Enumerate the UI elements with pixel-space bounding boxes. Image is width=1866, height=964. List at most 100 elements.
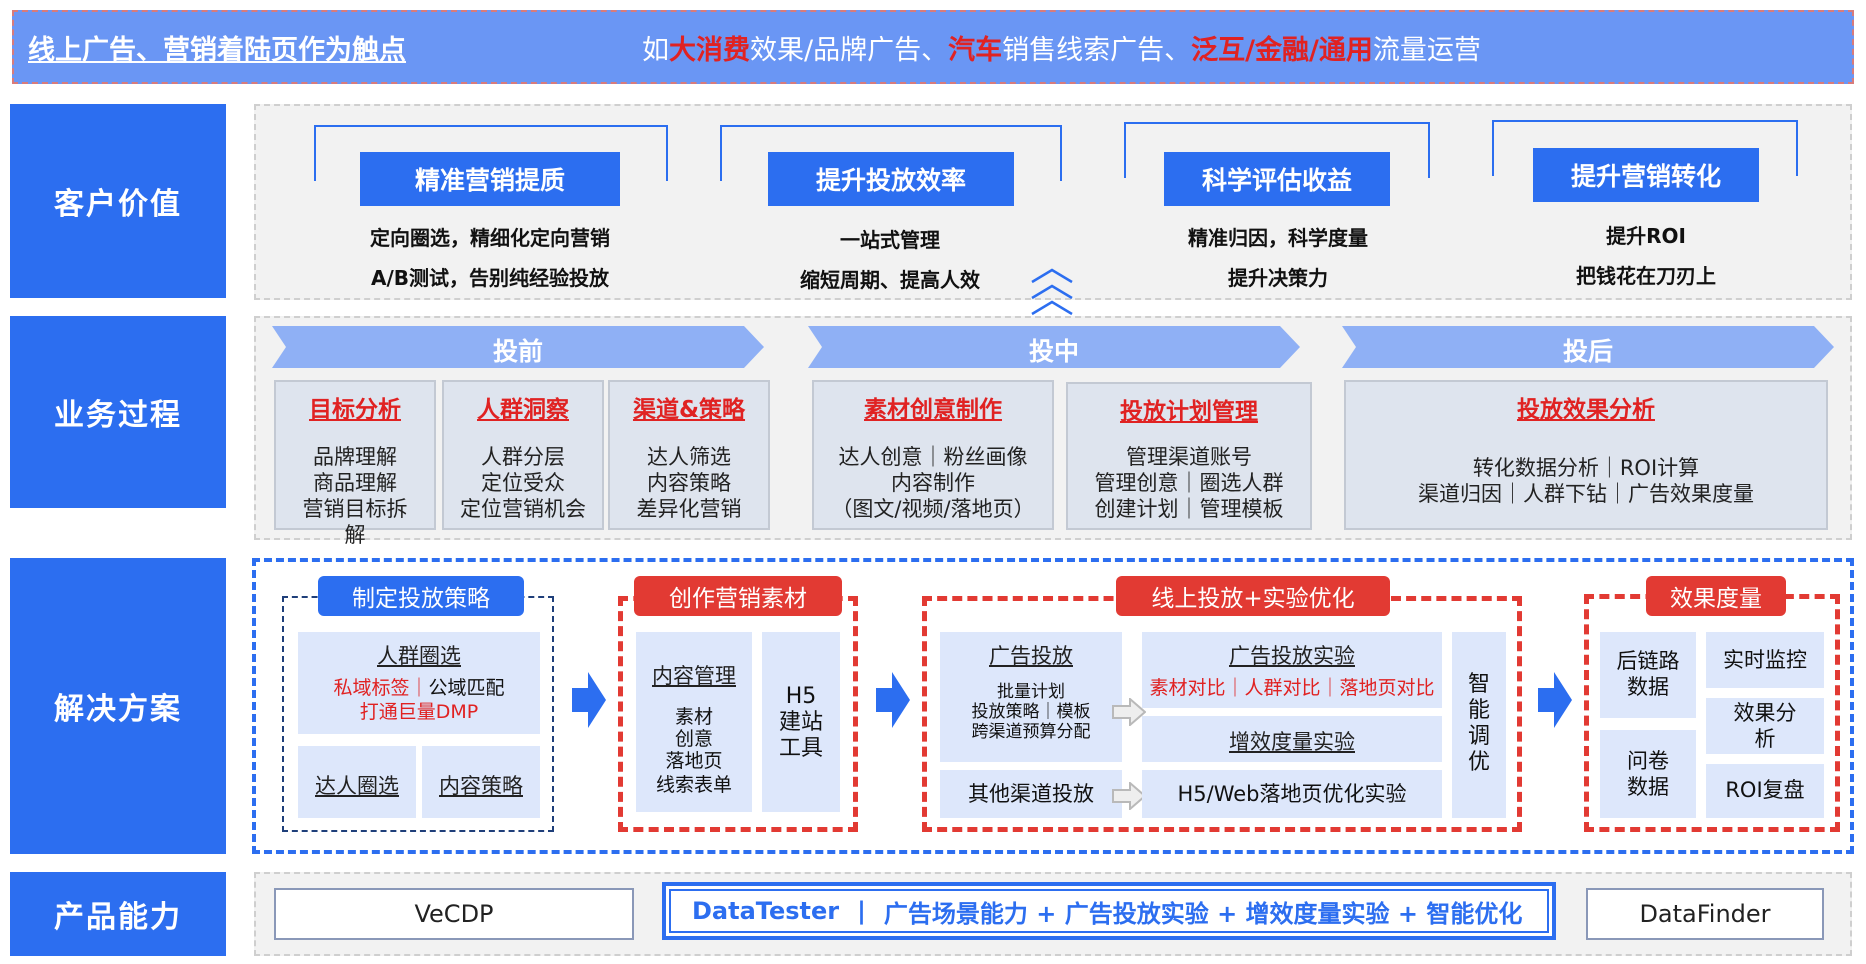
content-item: 线索表单 [655, 774, 732, 796]
product-datafinder: DataFinder [1586, 888, 1824, 940]
content-item: 落地页 [665, 750, 723, 772]
smart-char: 智 [1467, 672, 1490, 697]
process-box-creative [812, 380, 1054, 530]
process-item: 内容制作 [891, 471, 975, 495]
product-vecdp: VeCDP [274, 888, 634, 940]
survey-box [1600, 730, 1696, 818]
phase-label-post: 投后 [1562, 337, 1613, 366]
phase-label-pre: 投前 [492, 337, 543, 366]
row-label-business-process: 业务过程 [10, 316, 226, 508]
banner-touchpoint-text: 线上广告、营销着陆页作为触点 [28, 35, 406, 66]
datatester-name: DataTester [692, 897, 840, 925]
process-title: 投放效果分析 [1517, 397, 1655, 423]
cv-title-precise-marketing: 精准营销提质 [360, 152, 620, 206]
realtime-monitor-box [1706, 632, 1824, 688]
dmp-text: 打通巨量DMP [359, 701, 479, 723]
process-box-plan [1066, 382, 1312, 530]
ad-delivery-box [940, 632, 1122, 762]
survey-text: 数据 [1627, 775, 1669, 799]
arrow-right-icon [1538, 672, 1572, 728]
other-channel-box [940, 770, 1122, 818]
backlink-text: 后链路 [1616, 649, 1680, 673]
h5-builder-box [762, 632, 840, 812]
cv-text: 定向圈选，精细化定向营销 [370, 226, 610, 250]
banner-text: 效果/品牌广告、 [750, 35, 949, 66]
process-item: （图文/视频/落地页） [831, 497, 1035, 521]
ad-experiment-compare: 素材对比｜人群对比｜落地页对比 [1149, 677, 1435, 699]
process-box-goal [274, 380, 436, 530]
banner-scenarios-text: 如大消费效果/品牌广告、汽车销售线索广告、泛互/金融/通用流量运营 [642, 28, 1481, 67]
cv-text: 提升决策力 [1228, 266, 1328, 290]
smart-char: 优 [1467, 750, 1490, 775]
cv-title-conversion: 提升营销转化 [1533, 148, 1759, 202]
h5-web-experiment-box [1142, 770, 1442, 818]
ad-experiment-title: 广告投放实验 [1229, 644, 1355, 668]
tag-creative: 创作营销素材 [634, 576, 842, 616]
effect-analysis-text: 效果分 [1733, 701, 1797, 725]
h5-text: 工具 [778, 736, 823, 761]
content-strategy-title: 内容策略 [439, 774, 523, 798]
phase-arrow-post [1342, 326, 1834, 368]
banner-highlight-text: 汽车 [948, 35, 1003, 66]
ad-item: 批量计划 [997, 682, 1065, 702]
ad-experiment-box [1142, 632, 1442, 708]
content-mgmt-title: 内容管理 [652, 664, 736, 688]
process-item: 人群分层 [481, 445, 565, 469]
roi-review-text: ROI复盘 [1725, 778, 1805, 802]
phase-arrow-mid [808, 326, 1300, 368]
separator: ｜ [409, 677, 429, 699]
arrow-right-outline-icon [1112, 698, 1146, 726]
process-box-audience [442, 380, 604, 530]
process-title: 人群洞察 [477, 397, 569, 423]
cv-text: A/B测试，告别纯经验投放 [370, 266, 610, 290]
audience-title: 人群圈选 [377, 644, 461, 668]
public-match-text: 公域匹配 [428, 677, 505, 699]
banner-highlight-text: 大消费 [669, 35, 750, 66]
banner-text: 销售线索广告、 [1002, 35, 1192, 66]
process-box-channel [608, 380, 770, 530]
process-title: 目标分析 [309, 397, 401, 423]
cv-title-efficiency: 提升投放效率 [768, 152, 1014, 206]
process-item: 商品理解 [313, 471, 397, 495]
process-item: 营销目标拆 [302, 497, 408, 521]
banner-text: 流量运营 [1372, 35, 1481, 66]
process-item: 管理渠道账号 [1126, 445, 1252, 469]
cv-text: 精准归因，科学度量 [1188, 226, 1368, 250]
process-item: 定位受众 [481, 471, 565, 495]
kol-title: 达人圈选 [315, 774, 399, 798]
cv-text: 缩短周期、提高人效 [800, 268, 980, 292]
process-title: 渠道&策略 [632, 397, 746, 423]
content-item: 素材 [674, 706, 713, 728]
lift-experiment-box [1142, 716, 1442, 762]
process-title: 投放计划管理 [1120, 399, 1258, 425]
chevron-up-icon [1031, 268, 1073, 316]
process-item: 差异化营销 [636, 497, 742, 521]
ad-delivery-title: 广告投放 [989, 644, 1073, 668]
datatester-separator: | [857, 897, 866, 925]
process-item: 渠道归因｜人群下钻｜广告效果度量 [1418, 482, 1754, 506]
tag-measurement: 效果度量 [1646, 576, 1786, 616]
h5-text: 建站 [778, 710, 823, 735]
effect-analysis-box [1706, 698, 1824, 754]
smart-tuning-box [1452, 632, 1506, 818]
row-label-product: 产品能力 [10, 872, 226, 956]
content-mgmt-box [636, 632, 752, 812]
header-banner: 线上广告、营销着陆页作为触点 如大消费效果/品牌广告、汽车销售线索广告、泛互/金… [12, 10, 1854, 84]
banner-text: 如 [642, 35, 669, 66]
audience-line: 私域标签｜公域匹配 [298, 678, 540, 698]
process-item: 品牌理解 [313, 445, 397, 469]
arrow-right-icon [876, 672, 910, 728]
kol-box [298, 746, 416, 818]
product-datatester: DataTester | 广告场景能力 + 广告投放实验 + 增效度量实验 + … [662, 882, 1556, 940]
row-label-solution: 解决方案 [10, 558, 226, 854]
smart-char: 能 [1467, 698, 1490, 723]
tag-delivery: 线上投放+实验优化 [1116, 576, 1390, 616]
arrow-right-icon [572, 672, 606, 728]
cv-text: 把钱花在刀刃上 [1576, 264, 1716, 288]
backlink-text: 数据 [1627, 675, 1669, 699]
ad-item: 投放策略｜模板 [971, 702, 1091, 722]
survey-text: 问卷 [1627, 749, 1669, 773]
banner-highlight-text: 泛互/金融/通用 [1191, 35, 1373, 66]
other-channel-text: 其他渠道投放 [968, 782, 1094, 806]
backlink-box [1600, 632, 1696, 718]
